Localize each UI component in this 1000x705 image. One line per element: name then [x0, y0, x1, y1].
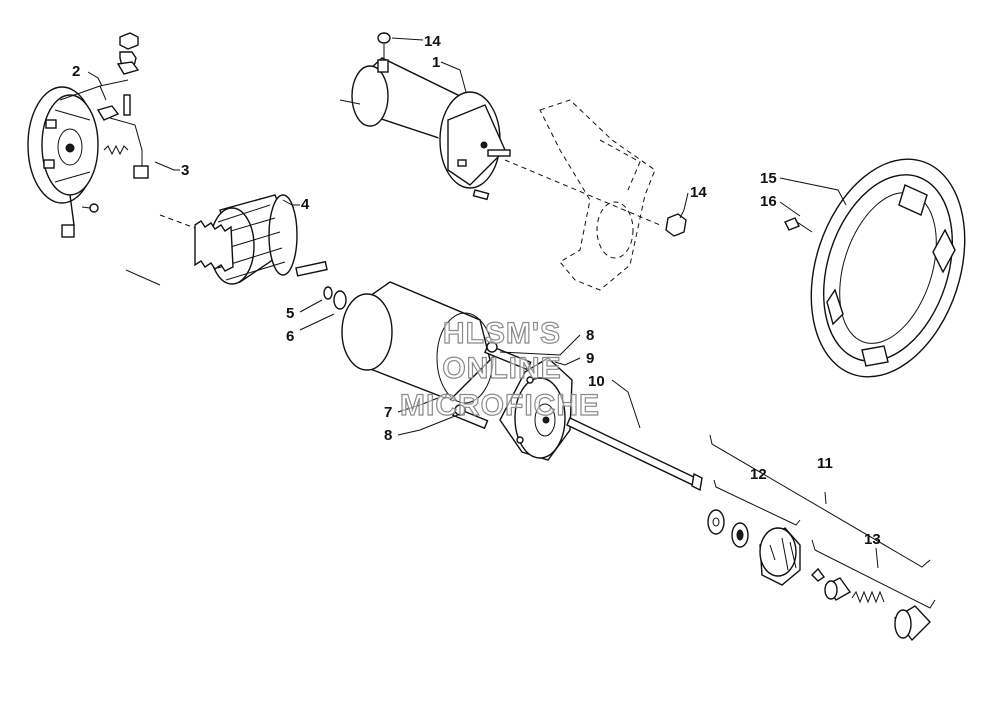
brush-end-plate [27, 86, 99, 204]
callout-14: 14 [424, 33, 441, 50]
callout-16: 15 [760, 170, 777, 187]
watermark-line-1: HLSM'S [443, 317, 561, 350]
pinion-collar [824, 577, 852, 601]
callout-4: 4 [301, 196, 310, 213]
callout-2: 2 [72, 63, 80, 80]
callout-5: 5 [286, 305, 294, 322]
callout-8-upper: 8 [586, 327, 594, 344]
mounting-bracket [504, 99, 661, 291]
watermark-line-3: MICROFICHE [400, 389, 600, 422]
pinion-clip [811, 567, 826, 582]
callout-9: 9 [586, 350, 594, 367]
callout-labels: 2 3 4 5 6 14 1 14 15 16 8 9 10 7 8 11 12… [72, 33, 881, 548]
pinion-gear [759, 527, 801, 586]
pinion-cap [893, 605, 931, 642]
pinion-spacer [731, 522, 749, 548]
terminal-nut [377, 32, 391, 58]
bracket-nut [665, 213, 687, 237]
callout-leaders [59, 37, 847, 436]
callout-17: 16 [760, 193, 777, 210]
callout-6: 6 [286, 328, 294, 345]
brush-holder-hardware [61, 32, 149, 238]
watermark: HLSM'S ONLINE MICROFICHE [399, 316, 600, 422]
kit-bracket-11 [709, 434, 931, 568]
kit-bracket-13 [811, 539, 936, 609]
callout-15: 14 [690, 184, 707, 201]
ring-gear-screw [784, 217, 813, 233]
callout-13: 13 [864, 531, 881, 548]
kit-bracket-12 [713, 479, 801, 526]
pinion-washer [707, 509, 725, 535]
pinion-spring [851, 590, 885, 604]
callout-10: 10 [588, 373, 605, 390]
brush-spring [103, 144, 129, 156]
callout-3: 3 [181, 162, 189, 179]
drive-end-housing [499, 357, 573, 461]
callout-12: 12 [750, 466, 767, 483]
thrust-washers [323, 286, 347, 310]
long-bolt [566, 417, 703, 492]
through-bolt-upper [484, 341, 532, 371]
starter-motor-assembly [339, 57, 511, 201]
callout-8-lower: 8 [384, 427, 392, 444]
armature [125, 194, 328, 286]
through-bolt-lower [452, 404, 489, 430]
yoke-housing [341, 281, 494, 404]
callout-7: 7 [384, 404, 392, 421]
ring-gear [810, 158, 966, 378]
callout-11: 11 [817, 455, 833, 472]
callout-1: 1 [432, 54, 440, 71]
watermark-line-2: ONLINE [442, 352, 561, 385]
